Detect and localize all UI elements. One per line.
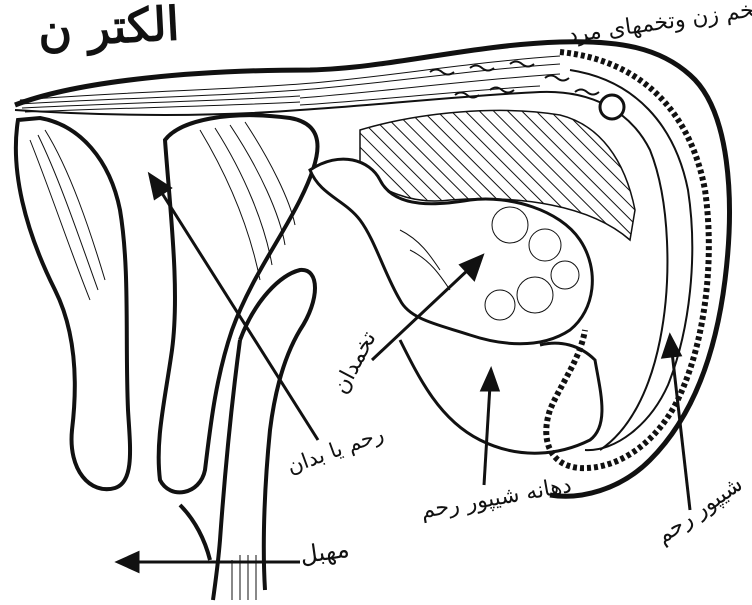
uterus-left-horn <box>16 118 130 489</box>
vagina-opening-left <box>180 505 210 560</box>
label-vagina: مهبل <box>299 537 351 568</box>
fimbria-funnel <box>400 340 602 453</box>
ovum-circle <box>600 95 624 119</box>
figure-title: الکتر ن <box>37 0 180 53</box>
uterus-body <box>159 115 318 492</box>
